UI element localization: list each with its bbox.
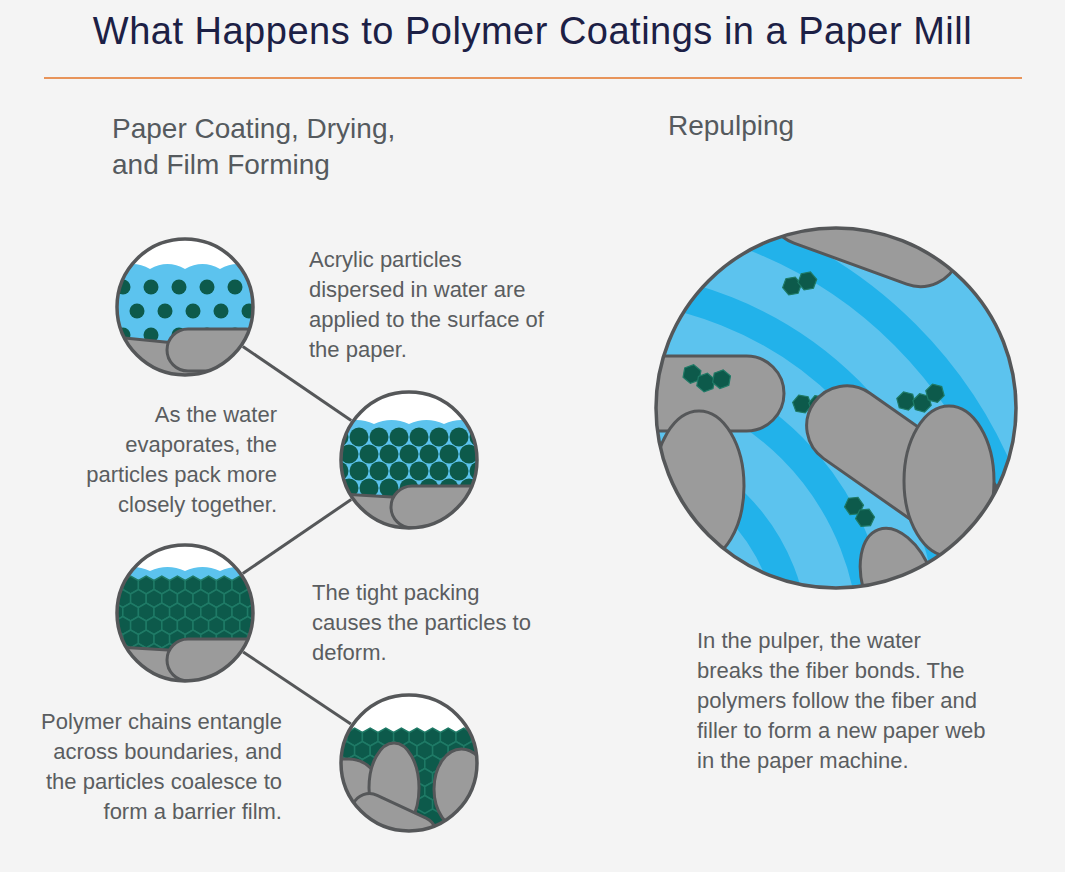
section-heading: Repulping [668,108,968,144]
section-heading: Paper Coating, Drying, and Film Forming [112,111,442,183]
fiber [346,788,443,859]
pulper-illustration [154,154,1034,872]
acrylic-particle [430,462,449,481]
polymer-cluster [681,363,731,396]
step-description: Acrylic particles dispersed in water are… [309,245,559,365]
process-circle: Polymer chains entangle across boundarie… [339,693,479,833]
connector-line [243,346,351,420]
fiber [167,329,267,371]
acrylic-particle [130,304,145,319]
fiber [434,749,489,829]
circle-outline [656,228,1016,588]
circle-shape [115,237,255,377]
step-description: In the pulper, the water breaks the fibe… [697,626,989,776]
pulper-circle: In the pulper, the water breaks the fibe… [654,226,1018,590]
acrylic-particle [450,428,469,447]
fiber [654,411,744,561]
acrylic-particle [350,428,369,447]
connector-line [243,499,351,573]
illustration [309,693,495,858]
barrier-film [479,769,495,787]
acrylic-particle [144,280,159,295]
process-circle: As the water evaporates, the particles p… [339,390,479,530]
title-rule [44,77,1022,79]
deformed-particle [255,644,271,662]
illustration [115,237,267,377]
circle-shape [339,693,479,833]
illustration [330,390,492,530]
acrylic-particle [410,462,429,481]
polymer-cluster [840,494,879,530]
acrylic-particle [158,304,173,319]
circle-outline [341,392,477,528]
fiber [756,154,971,298]
circle-shape [339,390,479,530]
acrylic-particle [420,445,439,464]
circle-outline [117,239,253,375]
circle-outline [341,695,477,831]
water-swirl [314,366,874,872]
acrylic-particle [228,280,243,295]
water-swirl [154,206,1034,872]
polymer-cluster [780,264,820,303]
acrylic-particle [370,462,389,481]
step-description: The tight packing causes the particles t… [312,578,552,668]
connector-line [243,652,351,724]
acrylic-particle [390,462,409,481]
diagram-title: What Happens to Polymer Coatings in a Pa… [0,10,1065,53]
process-circle: Acrylic particles dispersed in water are… [115,237,255,377]
process-circle: The tight packing causes the particles t… [115,543,255,683]
acrylic-particle [400,445,419,464]
acrylic-particle [370,428,389,447]
acrylic-particle [380,445,399,464]
deformed-particle [255,617,271,635]
acrylic-particle [350,462,369,481]
barrier-film [479,796,495,814]
circle-shape [654,226,1018,590]
acrylic-particle [186,304,201,319]
deformed-particle [255,590,271,608]
water-swirl [474,526,714,766]
acrylic-particle [450,462,469,481]
acrylic-particle [390,428,409,447]
acrylic-particle [410,428,429,447]
acrylic-particle [200,280,215,295]
water-swirl [234,286,954,872]
acrylic-particle [360,445,379,464]
acrylic-particle [430,428,449,447]
fiber [904,406,994,556]
acrylic-particle [214,304,229,319]
step-description: Polymer chains entangle across boundarie… [38,707,282,827]
barrier-film [479,742,495,760]
acrylic-particle [172,280,187,295]
illustration [107,543,271,683]
circle-outline [117,545,253,681]
circle-shape [115,543,255,683]
step-description: As the water evaporates, the particles p… [43,400,277,520]
acrylic-particle [470,462,489,481]
acrylic-particle [440,445,459,464]
acrylic-particle [330,462,349,481]
